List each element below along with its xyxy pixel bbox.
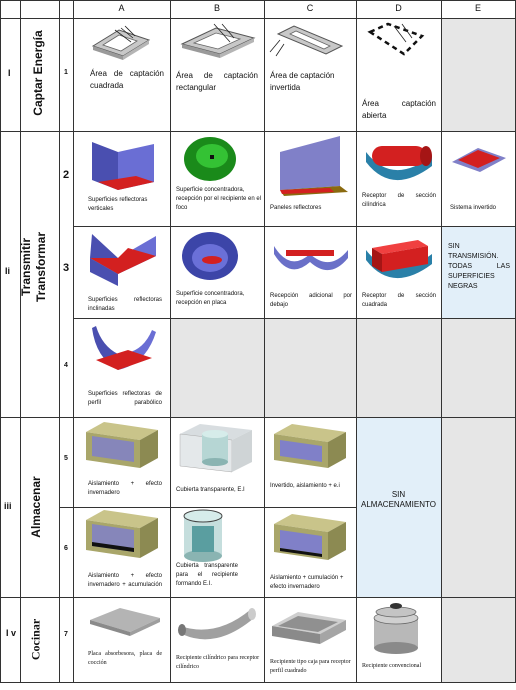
reflector-panels-figure (280, 136, 348, 196)
grid-line (0, 0, 516, 1)
caption-1b: Área de captación rectangular (176, 71, 258, 92)
caption-3b: Superficie concentradora, recepción en p… (176, 291, 245, 306)
cylindrical-receiver-figure (366, 146, 432, 181)
grid-line (73, 0, 74, 683)
caption-1c: Área de captación invertida (270, 71, 335, 92)
grid-line (0, 18, 516, 19)
vertical-reflectors-figure (92, 142, 154, 190)
grid-line (170, 0, 171, 683)
stage-2-roman: Ii (5, 266, 11, 276)
grid-line (0, 131, 516, 132)
grid-line (441, 0, 442, 683)
rectangular-frame-figure (180, 23, 256, 58)
no-storage-cell (356, 417, 441, 597)
column-header-b: B (213, 3, 220, 13)
caption-6c: Aislamiento + cumulación + efecto invern… (270, 575, 344, 590)
caption-7c: Recipiente tipo caja para receptor perfi… (270, 659, 351, 674)
grid-line (264, 0, 265, 683)
open-area-figure (367, 22, 425, 56)
stage-1-roman: I (8, 68, 11, 78)
empty-cell (441, 18, 515, 131)
caption-7b: Recipiente cilíndrico para receptor cilí… (176, 655, 260, 670)
row-number-2: 2 (62, 169, 70, 181)
stage-2-name-line2: Transformar (34, 231, 48, 303)
grid-line (0, 597, 516, 598)
no-storage-text: SIN ALMACENAMIENTO (361, 490, 436, 509)
concentrating-dish-figure (184, 137, 236, 181)
bottom-reception-figure (274, 246, 348, 271)
grid-line (0, 417, 516, 418)
row-number-7: 7 (64, 631, 68, 638)
cylindrical-pot-figure (178, 608, 256, 640)
row-number-5: 5 (64, 455, 68, 462)
transparent-pot-cover-figure (183, 509, 223, 562)
no-transmission-cell (441, 226, 515, 318)
caption-3c: Recepción adicional por debajo (270, 293, 352, 308)
inverted-system-figure (452, 148, 506, 172)
caption-2b: Superficie concentradora, recepción por … (176, 187, 262, 211)
caption-7a: Placa absorbesora, placa de cocción (88, 651, 162, 666)
empty-cell (441, 597, 515, 682)
caption-3d: Receptor de sección cuadrada (362, 293, 436, 308)
caption-2c: Paneles reflectores (270, 205, 322, 211)
caption-6b: Cubierta transparente para el recipiente… (176, 563, 238, 587)
grid-line (59, 507, 356, 508)
stage-1-name: Captar Energía (31, 30, 45, 116)
stage-2-name-line1: Transmitir (19, 237, 33, 297)
column-header-d: D (395, 3, 402, 13)
caption-6a: Aislamiento + efecto invernadero + acumu… (88, 573, 162, 588)
inclined-reflectors-figure (90, 234, 156, 286)
row-number-4: 4 (64, 362, 68, 369)
square-receiver-figure (366, 240, 432, 279)
caption-2a: Superficies reflectoras verticales (88, 197, 148, 212)
row-number-1: 1 (64, 69, 68, 76)
square-frame-figure (91, 25, 151, 60)
stage-3-roman: iii (4, 501, 12, 511)
caption-1d: Área captación abierta (362, 99, 436, 120)
row-number-6: 6 (64, 545, 68, 552)
caption-1a: Área de captación cuadrada (90, 69, 164, 90)
insulated-storage-box-figure (86, 510, 158, 558)
concentrator-plate-figure (182, 232, 238, 280)
column-header-a: A (118, 3, 125, 13)
empty-cell (170, 318, 515, 417)
empty-cell (441, 417, 515, 597)
inverted-storage-box-figure (274, 514, 346, 560)
caption-2e: Sistema invertido (450, 205, 497, 211)
conventional-pot-figure (373, 603, 419, 654)
caption-7d: Recipiente convencional (362, 663, 422, 669)
stage-4-name: Cocinar (28, 618, 43, 661)
caption-4a: Superficies reflectoras de perfil parabó… (88, 391, 162, 406)
grid-line (20, 0, 21, 683)
absorber-plate-figure (90, 608, 160, 636)
caption-5c: Invertido, aislamiento + e.i (270, 483, 340, 489)
caption-3a: Superficies reflectoras inclinadas (88, 297, 162, 312)
row-number-3: 3 (62, 262, 70, 274)
grid-line (0, 0, 1, 683)
inverted-insulated-box-figure (274, 424, 346, 468)
grid-line (59, 0, 60, 683)
stage-4-roman: I v (6, 628, 17, 638)
no-transmission-text: SIN TRANSMISIÓN. TODAS LAS SUPERFICIES N… (448, 243, 510, 290)
caption-2d: Receptor de sección cilíndrica (362, 193, 436, 208)
column-header-e: E (474, 3, 481, 13)
grid-line (356, 0, 357, 683)
stage-3-name: Almacenar (29, 476, 43, 538)
caption-5b: Cubierta transparente, E.I (176, 487, 245, 493)
parabolic-reflectors-figure (92, 326, 156, 370)
grid-line (73, 318, 516, 319)
insulated-box-figure (86, 422, 158, 468)
column-header-c: C (306, 3, 314, 13)
caption-5a: Aislamiento + efecto invernadero (88, 481, 162, 496)
grid-line (73, 226, 516, 227)
box-pot-figure (272, 612, 346, 644)
inverted-frame-figure (269, 25, 344, 57)
transparent-cover-figure (179, 424, 252, 473)
